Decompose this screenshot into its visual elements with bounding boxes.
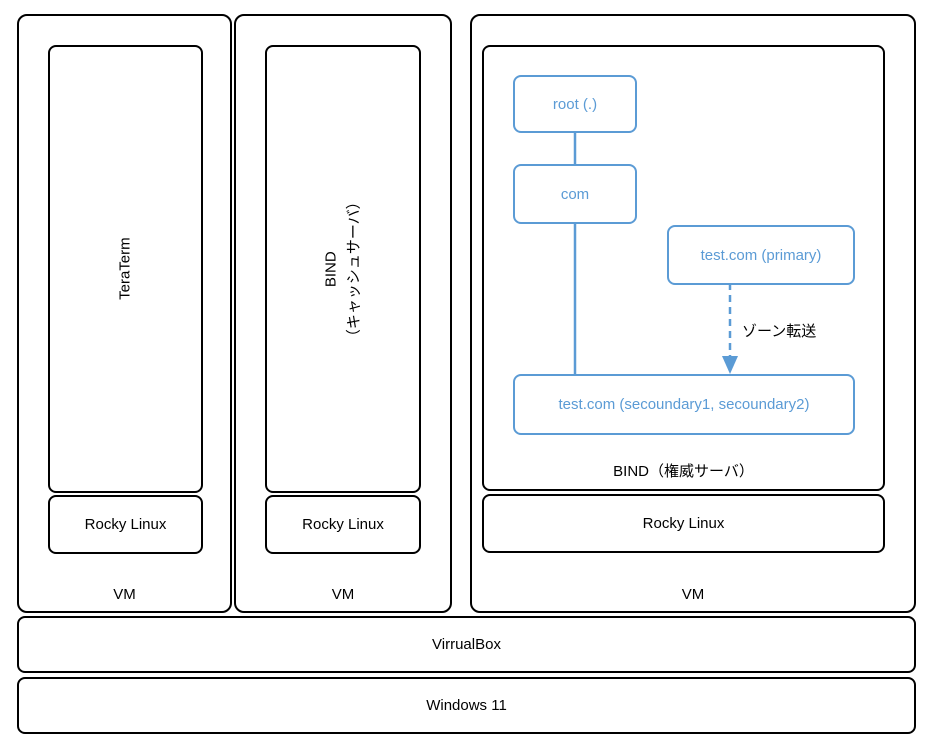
dns-node-com-label: com <box>560 185 590 203</box>
vm2-app-label-line1: BIND <box>322 251 340 287</box>
dns-node-root-label: root (.) <box>552 95 598 113</box>
vm2-app-label: BIND （キャッシュサーバ） <box>320 194 367 344</box>
vm2-os-label: Rocky Linux <box>302 516 384 533</box>
vm3-label: VM <box>681 586 705 603</box>
dns-node-root: root (.) <box>513 75 637 133</box>
vm3-caption: BIND（権威サーバ） <box>613 463 754 480</box>
virtualbox-layer-label: VirrualBox <box>432 636 501 653</box>
vm3-os-label: Rocky Linux <box>642 515 725 532</box>
dns-node-primary-label: test.com (primary) <box>700 246 822 264</box>
vm3-os-box: Rocky Linux <box>482 494 885 553</box>
vm1-os-box: Rocky Linux <box>48 495 203 554</box>
vm1-app-label: TeraTerm <box>116 237 134 301</box>
dns-node-secondary: test.com (secoundary1, secoundary2) <box>513 374 855 435</box>
zone-transfer-label: ゾーン転送 <box>742 323 817 340</box>
vm1-teraterm-box: TeraTerm <box>48 45 203 493</box>
vm2-label: VM <box>331 586 355 603</box>
vm1-os-label: Rocky Linux <box>84 516 167 533</box>
virtualbox-layer: VirrualBox <box>17 616 916 673</box>
vm1-label: VM <box>113 586 136 603</box>
vm2-app-label-line2: （キャッシュサーバ） <box>345 194 363 344</box>
windows-layer-label: Windows 11 <box>426 697 507 714</box>
dns-node-com: com <box>513 164 637 224</box>
dns-node-secondary-label: test.com (secoundary1, secoundary2) <box>558 396 810 413</box>
windows-layer: Windows 11 <box>17 677 916 734</box>
vm2-bind-box: BIND （キャッシュサーバ） <box>265 45 421 493</box>
dns-node-primary: test.com (primary) <box>667 225 855 285</box>
vm2-os-box: Rocky Linux <box>265 495 421 554</box>
